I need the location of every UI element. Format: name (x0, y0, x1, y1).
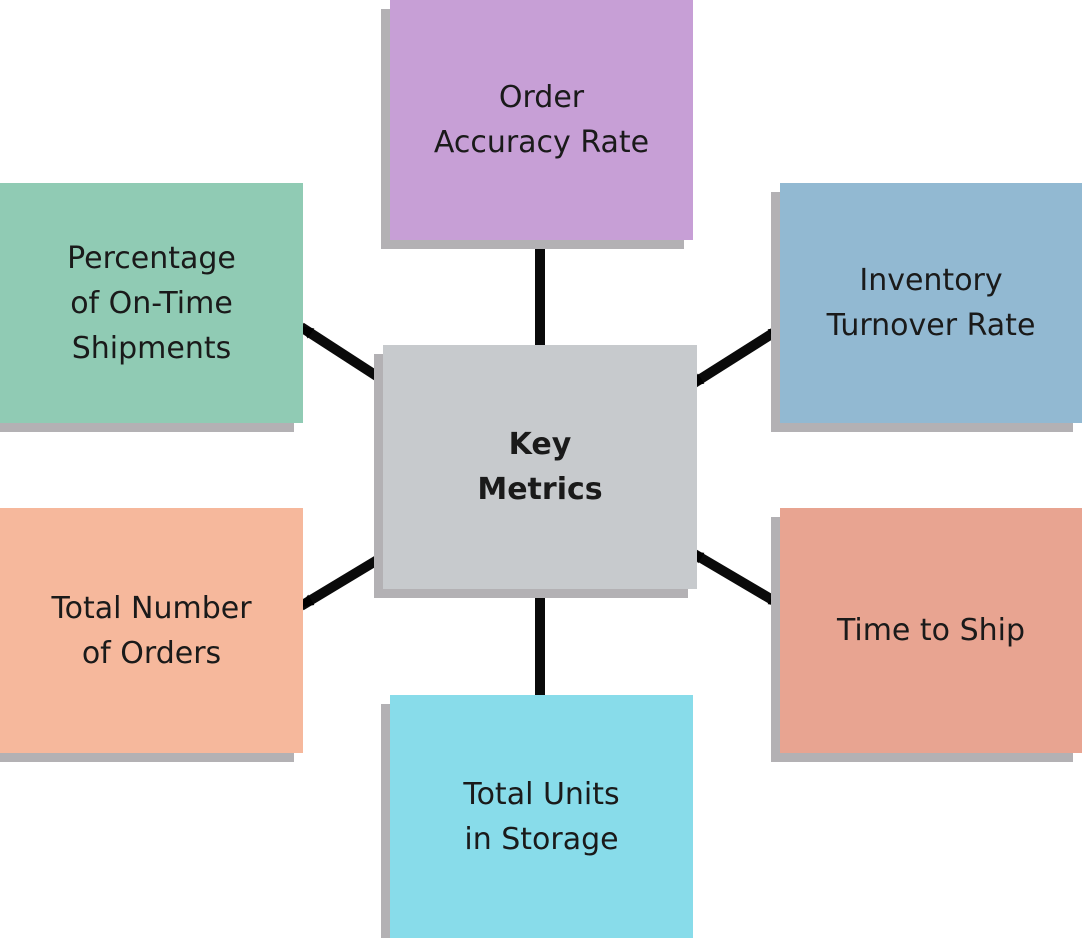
node-label: Key Metrics (477, 427, 603, 507)
connector-bottom-right-diagonal (688, 547, 784, 610)
node-order-accuracy-rate: Order Accuracy Rate (390, 0, 693, 240)
node-inventory-turnover-rate: Inventory Turnover Rate (780, 183, 1082, 423)
node-label: Order Accuracy Rate (433, 80, 650, 160)
node-key-metrics-hub: Key Metrics (383, 345, 697, 589)
node-time-to-ship: Time to Ship (780, 508, 1082, 753)
node-label: Inventory Turnover Rate (826, 263, 1036, 343)
node-total-units-in-storage: Total Units in Storage (390, 695, 693, 938)
node-percentage-on-time-shipments: Percentage of On-Time Shipments (0, 183, 303, 423)
node-total-number-of-orders: Total Number of Orders (0, 508, 303, 753)
node-label: Percentage of On-Time Shipments (67, 240, 236, 366)
node-label: Time to Ship (836, 613, 1026, 648)
connector-top-left-diagonal (298, 322, 392, 389)
connector-top-right-diagonal (688, 323, 784, 390)
node-label: Total Number of Orders (51, 590, 252, 671)
connector-group (298, 232, 784, 702)
connector-bottom-left-diagonal (298, 548, 392, 611)
node-label: Total Units in Storage (463, 776, 620, 857)
